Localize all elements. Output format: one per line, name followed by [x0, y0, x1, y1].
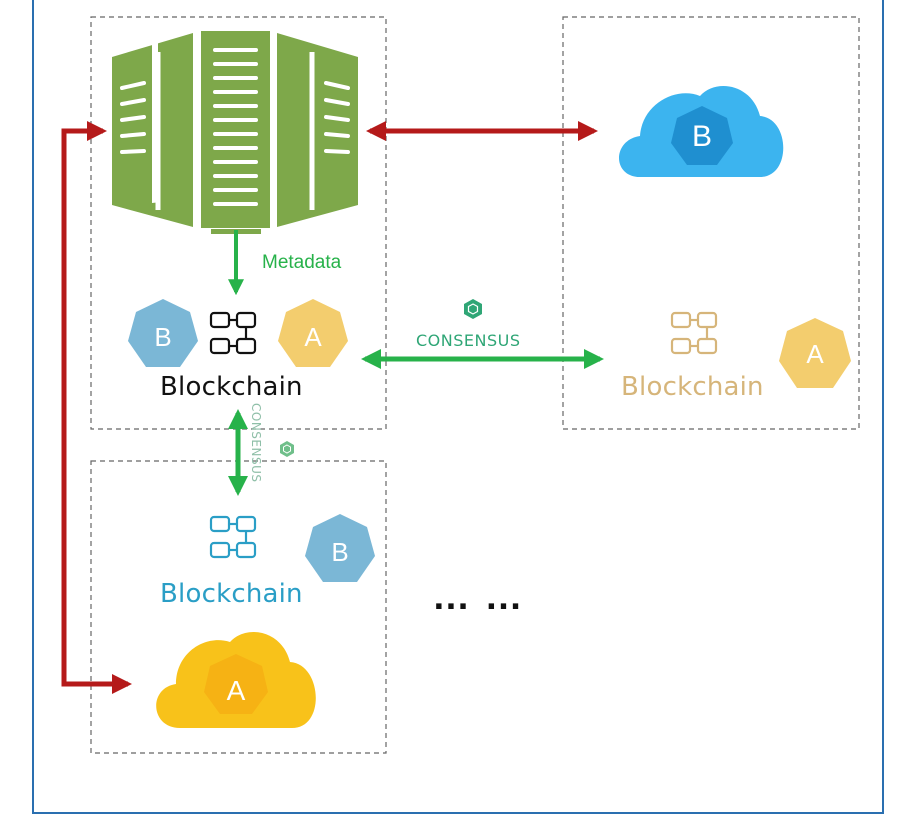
blockchain-label-right: Blockchain: [621, 372, 764, 402]
cloud-b-icon: B: [619, 85, 784, 177]
cloud-b-letter: B: [692, 120, 712, 153]
blockchain-icon-right: [670, 311, 718, 355]
server-rack-icon: [112, 27, 358, 234]
consensus-icon-horizontal: [464, 299, 482, 319]
badge-b-bottom-letter: B: [331, 537, 348, 567]
blockchain-icon-main: [209, 311, 257, 355]
badge-b-letter: B: [154, 322, 171, 352]
consensus-label-horizontal: CONSENSUS: [416, 331, 521, 350]
badge-b-bottom-icon: B: [305, 514, 375, 582]
node-box-right: [562, 16, 860, 430]
badge-a-right-icon: A: [779, 318, 851, 388]
badge-a-right-letter: A: [806, 339, 824, 369]
blockchain-label-bottom: Blockchain: [160, 579, 303, 609]
badge-a-icon: A: [278, 299, 348, 367]
frame-border: [32, 0, 884, 814]
blockchain-label-main: Blockchain: [160, 372, 303, 402]
badge-b-icon: B: [128, 299, 198, 367]
consensus-label-vertical: CONSENSUS: [249, 403, 263, 483]
more-nodes-ellipsis: … …: [432, 576, 525, 618]
metadata-label: Metadata: [262, 252, 342, 273]
badge-a-letter: A: [304, 322, 322, 352]
consensus-icon-vertical: [280, 441, 294, 457]
blockchain-icon-bottom: [209, 515, 257, 559]
cloud-a-letter: A: [227, 675, 246, 706]
cloud-a-icon: A: [156, 631, 316, 728]
server-cloud-a-link: [61, 121, 132, 694]
